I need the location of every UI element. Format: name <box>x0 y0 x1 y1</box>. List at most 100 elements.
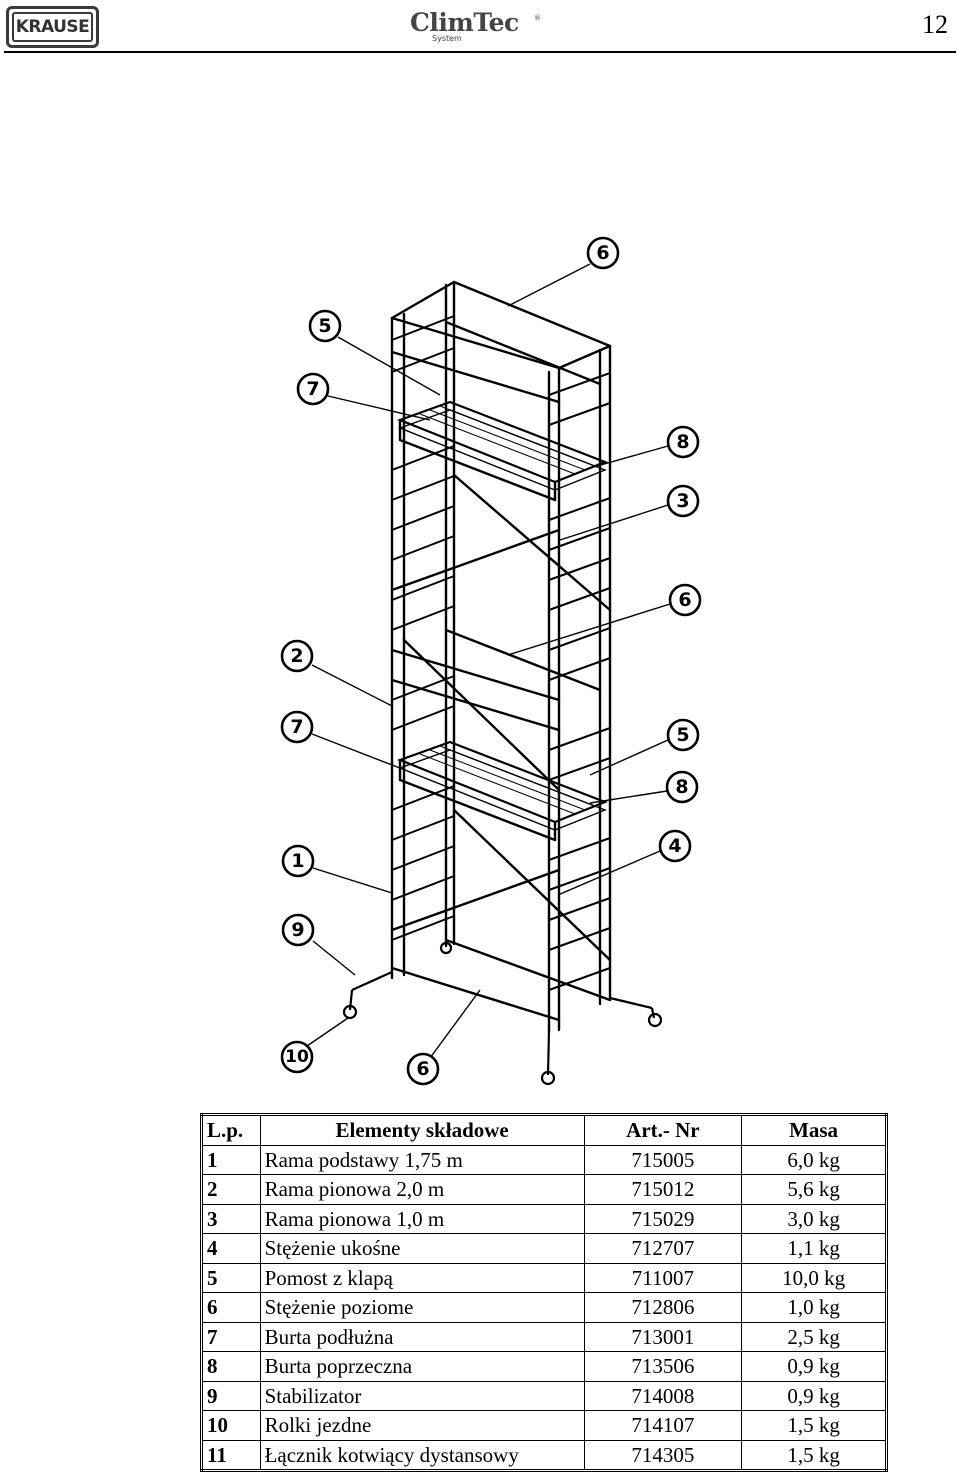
svg-text:7: 7 <box>290 716 303 738</box>
callout-2: 2 <box>280 639 314 673</box>
cell-art: 711007 <box>583 1262 743 1293</box>
cell-mass: 3,0 kg <box>741 1203 887 1234</box>
callout-4: 4 <box>658 829 692 863</box>
page-header: KRAUSE ClimTec ® System 12 <box>0 0 960 56</box>
krause-logo-text: KRAUSE <box>15 17 90 37</box>
right-ladder-rungs <box>548 372 611 991</box>
callout-10: 10 <box>280 1040 314 1074</box>
table-row: 9 Stabilizator 714008 0,9 kg <box>201 1380 887 1411</box>
cell-name: Stężenie ukośne <box>259 1233 585 1264</box>
cell-lp: 1 <box>201 1144 261 1175</box>
callout-7-top: 7 <box>296 372 330 406</box>
cell-lp: 4 <box>201 1233 261 1264</box>
platform-grating <box>419 405 596 815</box>
header-name: Elementy składowe <box>259 1114 585 1146</box>
cell-art: 712707 <box>583 1233 743 1264</box>
cell-lp: 2 <box>201 1174 261 1205</box>
cell-lp: 9 <box>201 1380 261 1411</box>
cell-name: Łącznik kotwiący dystansowy <box>259 1439 585 1471</box>
cell-lp: 8 <box>201 1351 261 1382</box>
svg-text:10: 10 <box>285 1047 309 1067</box>
scaffold-drawing: 6 5 7 8 3 6 2 7 5 8 4 1 <box>280 236 702 1086</box>
svg-text:1: 1 <box>291 850 304 872</box>
cell-art: 715005 <box>583 1144 743 1175</box>
table-row: 5 Pomost z klapą 711007 10,0 kg <box>201 1262 887 1293</box>
header-mass: Masa <box>741 1114 887 1146</box>
climtec-logo-subtext: System <box>432 34 462 43</box>
callout-6-top: 6 <box>586 236 620 270</box>
cell-lp: 7 <box>201 1321 261 1352</box>
cell-art: 714107 <box>583 1410 743 1441</box>
climtec-logo: ClimTec ® System <box>410 8 541 43</box>
svg-text:2: 2 <box>290 645 303 667</box>
callout-1: 1 <box>281 844 315 878</box>
table-row: 2 Rama pionowa 2,0 m 715012 5,6 kg <box>201 1174 887 1205</box>
svg-text:7: 7 <box>306 378 319 400</box>
cell-lp: 3 <box>201 1203 261 1234</box>
cell-name: Burta poprzeczna <box>259 1351 585 1382</box>
climtec-logo-text: ClimTec <box>410 8 519 37</box>
cell-mass: 1,5 kg <box>741 1410 887 1441</box>
cell-mass: 2,5 kg <box>741 1321 887 1352</box>
callout-8-top: 8 <box>666 425 700 459</box>
scaffold-structure <box>390 280 612 1034</box>
cell-lp: 6 <box>201 1292 261 1323</box>
svg-text:6: 6 <box>416 1058 429 1080</box>
left-ladder-rungs <box>391 315 455 941</box>
cell-lp: 5 <box>201 1262 261 1293</box>
table-row: 8 Burta poprzeczna 713506 0,9 kg <box>201 1351 887 1382</box>
cell-art: 712806 <box>583 1292 743 1323</box>
callout-3: 3 <box>666 484 700 518</box>
table-row: 4 Stężenie ukośne 712707 1,1 kg <box>201 1233 887 1264</box>
callout-6-middle: 6 <box>668 583 702 617</box>
header-art: Art.- Nr <box>583 1114 743 1146</box>
cell-name: Stężenie poziome <box>259 1292 585 1323</box>
cell-name: Rama podstawy 1,75 m <box>259 1144 585 1175</box>
stabilizers-and-wheels <box>342 941 663 1086</box>
table-row: 1 Rama podstawy 1,75 m 715005 6,0 kg <box>201 1144 887 1175</box>
cell-lp: 11 <box>201 1439 261 1471</box>
cell-name: Stabilizator <box>259 1380 585 1411</box>
cell-name: Rolki jezdne <box>259 1410 585 1441</box>
svg-text:8: 8 <box>676 431 689 453</box>
cell-name: Rama pionowa 1,0 m <box>259 1203 585 1234</box>
cell-mass: 10,0 kg <box>741 1262 887 1293</box>
table-row: 7 Burta podłużna 713001 2,5 kg <box>201 1321 887 1352</box>
cell-mass: 1,5 kg <box>741 1439 887 1471</box>
cell-mass: 0,9 kg <box>741 1351 887 1382</box>
callout-5-bottom: 5 <box>666 718 700 752</box>
table-header-row: L.p. Elementy składowe Art.- Nr Masa <box>201 1114 887 1146</box>
callout-7-bottom: 7 <box>280 710 314 744</box>
cell-art: 715029 <box>583 1203 743 1234</box>
table-row: 10 Rolki jezdne 714107 1,5 kg <box>201 1410 887 1441</box>
cell-name: Rama pionowa 2,0 m <box>259 1174 585 1205</box>
table-row: 6 Stężenie poziome 712806 1,0 kg <box>201 1292 887 1323</box>
svg-text:5: 5 <box>318 315 331 337</box>
svg-text:4: 4 <box>668 835 681 857</box>
callout-8-bottom: 8 <box>665 770 699 804</box>
cell-mass: 1,0 kg <box>741 1292 887 1323</box>
cell-mass: 1,1 kg <box>741 1233 887 1264</box>
cell-mass: 5,6 kg <box>741 1174 887 1205</box>
svg-text:6: 6 <box>596 242 609 264</box>
table-row: 3 Rama pionowa 1,0 m 715029 3,0 kg <box>201 1203 887 1234</box>
cell-lp: 10 <box>201 1410 261 1441</box>
cell-mass: 0,9 kg <box>741 1380 887 1411</box>
svg-text:8: 8 <box>675 776 688 798</box>
krause-logo: KRAUSE <box>6 6 99 48</box>
page-number: 12 <box>922 10 948 39</box>
cell-art: 715012 <box>583 1174 743 1205</box>
cell-art: 713506 <box>583 1351 743 1382</box>
cell-art: 713001 <box>583 1321 743 1352</box>
header-lp: L.p. <box>201 1114 261 1146</box>
cell-art: 714305 <box>583 1439 743 1471</box>
header-divider <box>4 51 956 53</box>
parts-list-table: L.p. Elementy składowe Art.- Nr Masa 1 R… <box>200 1113 888 1472</box>
cell-name: Burta podłużna <box>259 1321 585 1352</box>
table-row: 11 Łącznik kotwiący dystansowy 714305 1,… <box>201 1439 887 1471</box>
cell-name: Pomost z klapą <box>259 1262 585 1293</box>
svg-text:3: 3 <box>676 490 689 512</box>
callout-6-bottom: 6 <box>406 1052 440 1086</box>
svg-text:6: 6 <box>678 589 691 611</box>
svg-text:5: 5 <box>676 724 689 746</box>
